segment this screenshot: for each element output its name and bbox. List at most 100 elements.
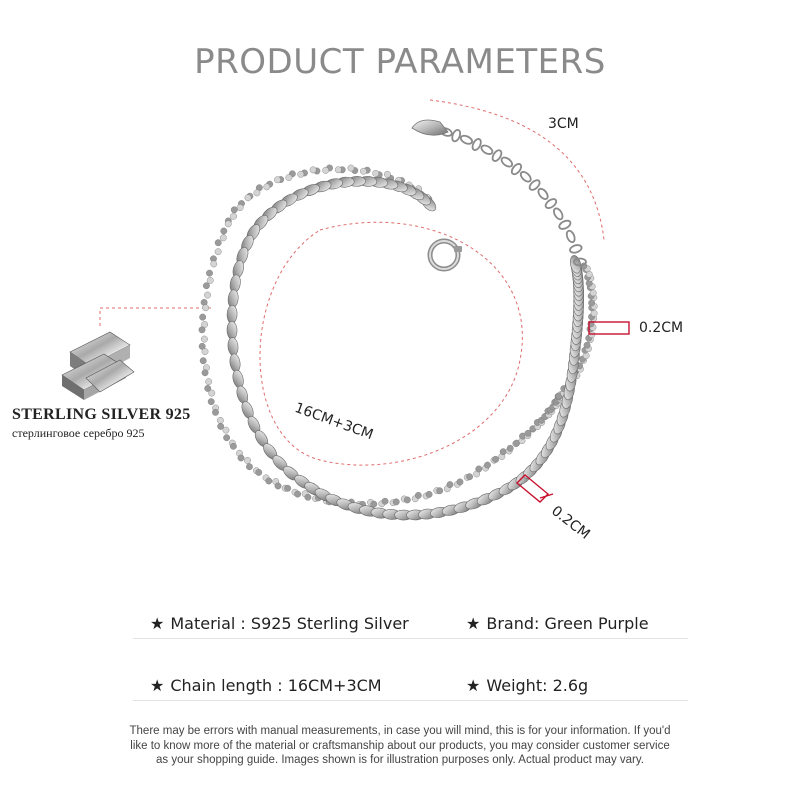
bead (232, 369, 244, 389)
sparkle-link (201, 348, 209, 355)
sparkle-link (294, 490, 302, 498)
spec-material: ★Material : S925 Sterling Silver (150, 614, 409, 633)
sparkle-link (492, 455, 500, 463)
sparkle-link (204, 385, 212, 392)
sparkle-link (414, 492, 422, 499)
disclaimer-line: like to know more of the material or cra… (130, 739, 670, 752)
sparkle-link (274, 482, 282, 490)
extender-link (537, 187, 549, 201)
sparkle-link (201, 369, 209, 377)
sparkle-link (255, 469, 263, 476)
star-icon: ★ (466, 676, 481, 695)
extender-length-label: 3CM (548, 116, 579, 132)
extender-link (471, 138, 482, 151)
extender-guide-arc (429, 99, 605, 241)
sparkle-link (466, 473, 473, 481)
star-icon: ★ (150, 676, 165, 695)
sparkle-link (372, 169, 380, 177)
sparkle-link (230, 212, 237, 220)
spec-chain-length-text: Chain length : 16CM+3CM (170, 676, 382, 695)
sparkle-link (425, 490, 433, 498)
bead (226, 321, 238, 340)
spec-weight-text: Weight: 2.6g (486, 676, 589, 695)
sparkle-link (217, 422, 225, 430)
sparkle-link (206, 277, 214, 284)
extender-link (528, 179, 541, 191)
sparkle-link (246, 463, 253, 471)
sparkle-link (237, 454, 245, 462)
sparkle-link (220, 227, 228, 235)
sparkle-link (202, 282, 210, 290)
sparkle-link (198, 342, 206, 350)
extender-link (459, 134, 473, 145)
sparkle-link (285, 174, 293, 181)
sparkle-link (223, 434, 231, 442)
sparkle-link (436, 487, 444, 495)
sparkle-link (309, 166, 317, 174)
sparkle-link (253, 189, 261, 197)
sparkle-link (204, 291, 211, 299)
extender-link (573, 257, 587, 267)
sparkle-link (334, 166, 342, 174)
sparkle-link (403, 496, 411, 504)
extender-link (519, 171, 532, 183)
bead-chain (226, 176, 585, 521)
extender-link (558, 219, 572, 230)
sparkle-link (475, 465, 483, 473)
spec-weight: ★ Weight: 2.6g (466, 676, 588, 695)
sparkle-link (216, 417, 224, 424)
sparkle-link (360, 167, 367, 175)
sparkle-link (214, 248, 222, 256)
spec-brand: ★Brand: Green Purple (466, 614, 649, 633)
sparkle-link (392, 498, 400, 506)
disclaimer-line: as your shopping guide. Images shown is … (156, 754, 644, 766)
spec-divider (133, 638, 688, 639)
extender-link (553, 207, 564, 221)
sparkle-link (304, 493, 312, 501)
sparkle-link (263, 183, 271, 191)
spec-chain-length: ★ Chain length : 16CM+3CM (150, 676, 382, 695)
spec-divider (133, 700, 688, 701)
width-marker-right (588, 321, 630, 335)
bead (229, 353, 241, 373)
material-leader-line (99, 307, 212, 326)
sparkle-link (384, 170, 391, 178)
sparkle-link (199, 357, 207, 365)
sterling-silver-title: STERLING SILVER 925 (12, 406, 191, 423)
sparkle-link (229, 442, 237, 450)
extender-link (480, 144, 494, 155)
extender-link (544, 198, 558, 209)
sparkle-link (205, 378, 213, 386)
bead (227, 337, 239, 356)
sparkle-link (214, 239, 222, 247)
sparkle-link (224, 220, 232, 228)
sparkle-link (230, 206, 238, 214)
width-marker-lower (515, 474, 554, 503)
sparkle-link (222, 426, 230, 434)
extender-link (565, 229, 576, 244)
sparkle-link (274, 176, 281, 184)
sterling-silver-subtitle: стерлинговое серебро 925 (12, 426, 145, 440)
sparkle-link (206, 269, 213, 277)
sparkle-link (265, 477, 273, 485)
sparkle-link (297, 170, 305, 178)
sparkle-link (202, 304, 210, 312)
star-icon: ★ (466, 614, 481, 633)
disclaimer: There may be errors with manual measurem… (100, 724, 700, 768)
sparkle-link (347, 164, 355, 172)
sparkle-link (506, 444, 514, 452)
width-label-right: 0.2CM (639, 320, 684, 336)
disclaimer-line: There may be errors with manual measurem… (129, 725, 671, 737)
page-title: PRODUCT PARAMETERS (194, 42, 606, 82)
sparkle-link (208, 389, 216, 397)
extender-link (510, 163, 523, 176)
sparkle-link (244, 194, 252, 202)
sparkle-link (201, 335, 208, 343)
sparkle-link (456, 478, 464, 486)
sparkle-link (370, 500, 378, 508)
sparkle-link (524, 429, 532, 437)
sparkle-link (244, 457, 251, 464)
sparkle-link (207, 398, 215, 406)
extender-chain (439, 127, 587, 267)
sparkle-link (212, 408, 219, 416)
